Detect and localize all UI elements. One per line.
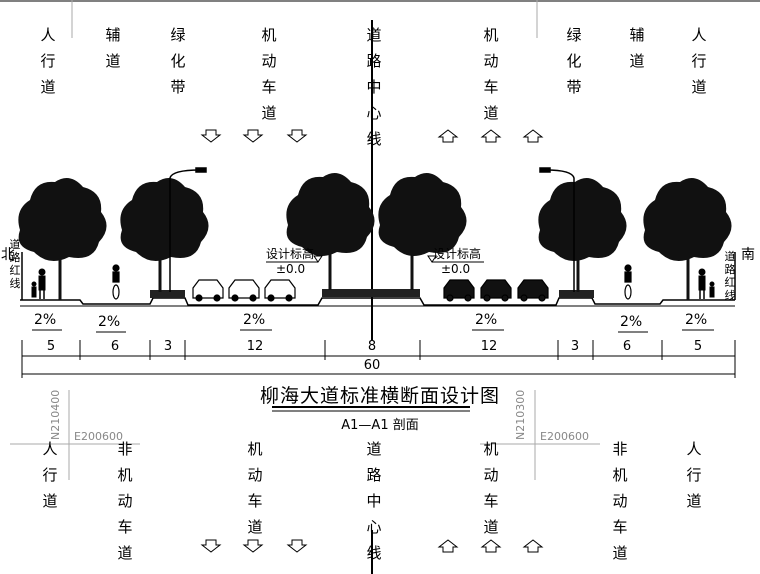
total-width-label: 60 [363,358,381,373]
slope-label: 2% [34,312,57,328]
direction-arrows-top-left [200,129,308,143]
street-lamp-icon [539,167,575,292]
right-redline-label: 道路红线 [724,250,736,302]
label-bottom-right-motor-lane: 机动车道 [483,440,499,536]
design-elevation-label-right: 设计标高 [433,247,482,261]
direction-arrows-top-right [437,129,544,143]
tree-icon [643,178,732,300]
street-lamp-icon [169,167,207,292]
tree-icon [286,173,375,290]
coordinate-marker-left [10,390,140,480]
slope-underlines [32,329,714,333]
car-icon [480,279,512,302]
slope-label: 2% [243,312,266,328]
north-label: 北 [1,247,15,263]
green-belt-hatch [150,289,594,298]
drawing-title: 柳海大道标准横断面设计图 [259,385,500,407]
dimension-label: 6 [622,339,632,354]
label-bottom-right-sidewalk: 人行道 [686,440,702,510]
elevation-triangle-left [313,255,323,263]
cyclist-icon [112,264,120,300]
road-profile [20,297,735,307]
design-elevation-value-left: ±0.0 [276,262,306,276]
label-right-aux-road: 辅道 [629,26,645,70]
label-bottom-left-sidewalk: 人行道 [42,440,58,510]
label-right-green-belt: 绿化带 [566,26,582,96]
slope-label: 2% [685,312,708,328]
direction-arrows-bottom-right [437,539,544,553]
tree-icon [378,173,467,290]
coordinate-east-right: E200600 [540,430,589,443]
slope-label: 2% [620,314,643,330]
label-bottom-center-line: 道路中心线 [366,440,382,562]
tree-icon [120,178,209,292]
car-icon [192,279,224,302]
dimension-label: 6 [110,339,120,354]
slope-label: 2% [475,312,498,328]
car-icon [517,279,549,302]
design-elevation-value-right: ±0.0 [441,262,471,276]
coordinate-north-right: N210300 [514,389,527,440]
car-icon [443,279,475,302]
pedestrian-icon [31,268,46,299]
dimension-label: 3 [570,339,580,354]
cyclist-icon [624,264,632,300]
pedestrian-icon [698,268,715,299]
coordinate-marker-right [480,390,600,480]
dimension-lines [21,340,736,378]
car-icon [228,279,260,302]
slope-label: 2% [98,314,121,330]
label-left-green-belt: 绿化带 [170,26,186,96]
dimension-label: 3 [163,339,173,354]
car-icon [264,279,296,302]
section-subtitle: A1—A1 剖面 [341,418,419,433]
design-elevation-label-left: 设计标高 [266,247,315,261]
tree-icon [538,178,627,292]
direction-arrows-bottom-left [200,539,308,553]
dimension-label: 5 [693,339,703,354]
dimension-label: 12 [246,339,264,354]
label-right-sidewalk: 人行道 [691,26,707,96]
dimension-label: 5 [46,339,56,354]
dimension-label: 12 [480,339,498,354]
label-left-motor-lane: 机动车道 [261,26,277,122]
tree-icon [18,178,107,300]
label-bottom-left-motor-lane: 机动车道 [247,440,263,536]
label-bottom-left-nonmotor: 非机动车道 [117,440,133,562]
label-center-line: 道路中心线 [366,26,382,148]
coordinate-east-left: E200600 [74,430,123,443]
label-left-sidewalk: 人行道 [40,26,56,96]
left-redline-label: 道路红线 [9,238,21,290]
coordinate-north-left: N210400 [49,389,62,440]
label-left-aux-road: 辅道 [105,26,121,70]
elevation-triangle-right [427,255,437,263]
dimension-label: 8 [367,339,377,354]
label-bottom-right-nonmotor: 非机动车道 [612,440,628,562]
label-right-motor-lane: 机动车道 [483,26,499,122]
south-label: 南 [741,247,755,263]
